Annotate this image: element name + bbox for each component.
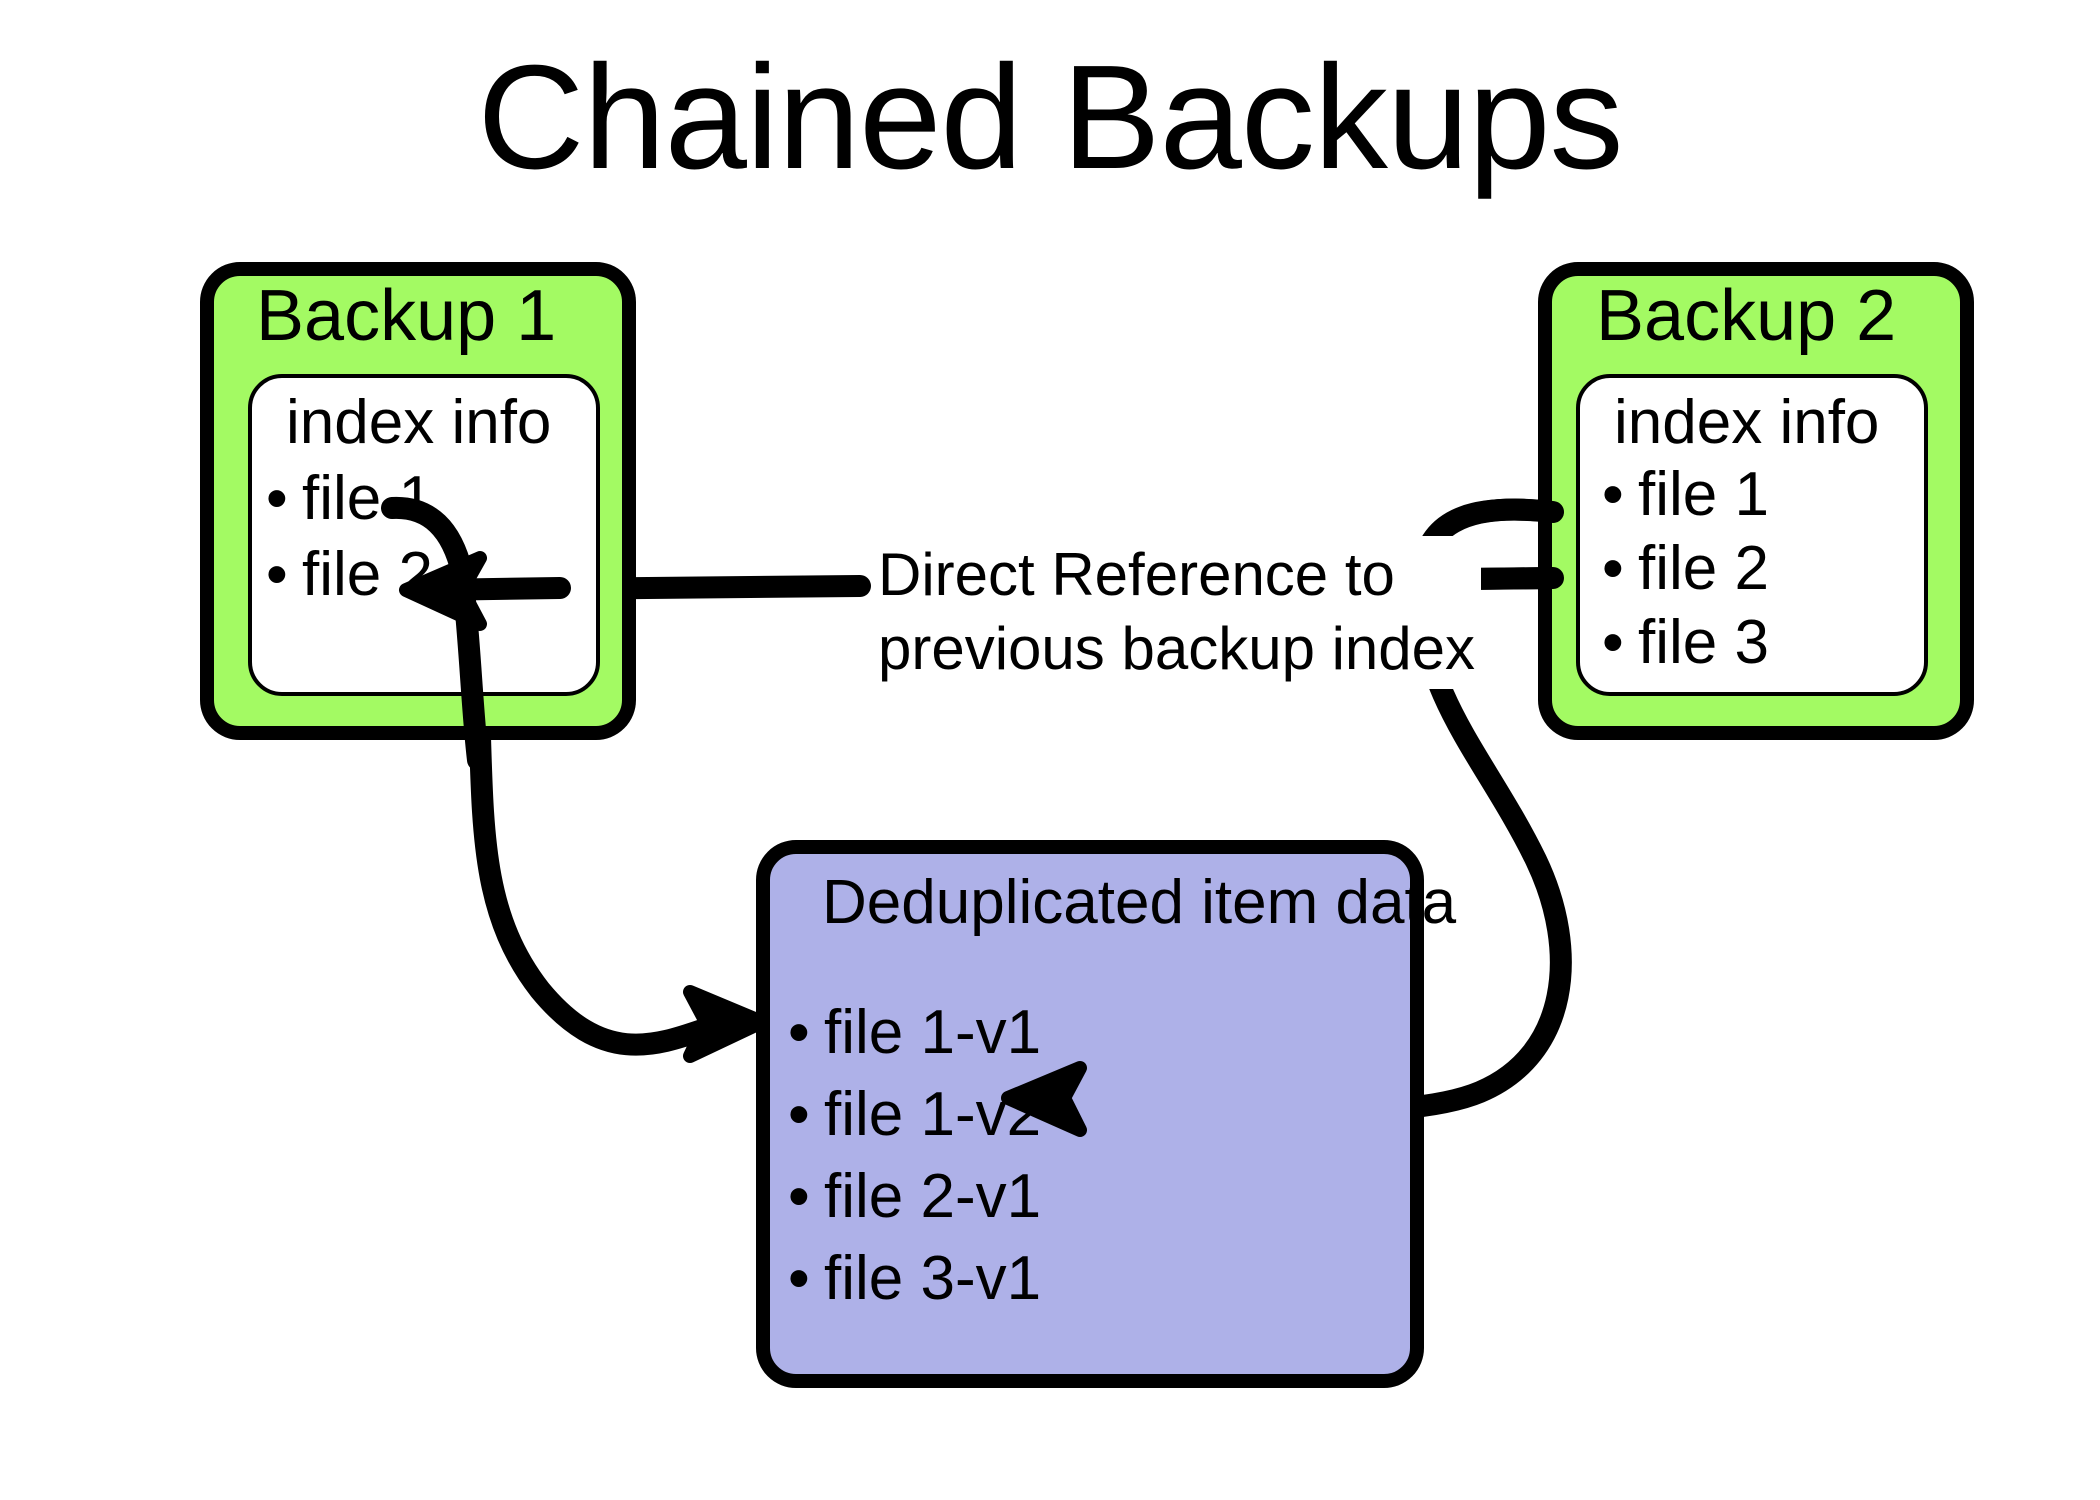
backup-2-file-label: file 3 (1638, 608, 1769, 677)
backup-1-file-item: • file 1 (266, 468, 433, 530)
bullet-icon: • (788, 1162, 810, 1231)
page-title: Chained Backups (477, 35, 1623, 200)
dedup-list-item: • file 3-v1 (788, 1248, 1041, 1310)
arrowhead-into-dedup-file1v1 (683, 985, 769, 1063)
backup-2-index-card: index info • file 1 • file 2 • file 3 (1576, 374, 1928, 696)
bullet-icon: • (266, 540, 288, 609)
dedup-list-item: • file 1-v2 (788, 1084, 1041, 1146)
dedup-item-label: file 2-v1 (824, 1162, 1042, 1231)
bullet-icon: • (788, 1080, 810, 1149)
bullet-icon: • (266, 464, 288, 533)
direct-reference-line-2: previous backup index (878, 615, 1476, 683)
backup-1-file-list: • file 1 • file 2 (266, 468, 433, 606)
dedup-list-item: • file 2-v1 (788, 1166, 1041, 1228)
bullet-icon: • (788, 998, 810, 1067)
bullet-icon: • (1602, 608, 1624, 677)
backup-2-file-label: file 2 (1638, 534, 1769, 603)
backup-1-file-label: file 1 (302, 464, 433, 533)
backup-2-file-item: • file 2 (1602, 538, 1769, 600)
backup-1-file-label: file 2 (302, 540, 433, 609)
dedup-list-item: • file 1-v1 (788, 1002, 1041, 1064)
backup-2-file-item: • file 1 (1602, 464, 1769, 526)
dedup-title: Deduplicated item data (822, 868, 1457, 937)
dedup-item-label: file 3-v1 (824, 1244, 1042, 1313)
bullet-icon: • (1602, 534, 1624, 603)
backup-2-file-item: • file 3 (1602, 612, 1769, 674)
dedup-item-list: • file 1-v1 • file 1-v2 • file 2-v1 • fi… (788, 1002, 1041, 1310)
backup-1-title: Backup 1 (256, 276, 557, 356)
dedup-item-label: file 1-v1 (824, 998, 1042, 1067)
backup-box-2[interactable]: Backup 2 index info • file 1 • file 2 • … (1538, 262, 1974, 740)
dedup-box[interactable]: Deduplicated item data • file 1-v1 • fil… (756, 840, 1456, 1388)
backup-1-index-card: index info • file 1 • file 2 (248, 374, 600, 696)
backup-2-file-label: file 1 (1638, 460, 1769, 529)
direct-reference-caption: Direct Reference to previous backup inde… (872, 536, 1482, 689)
bullet-icon: • (1602, 460, 1624, 529)
dedup-item-label: file 1-v2 (824, 1080, 1042, 1149)
direct-reference-line-1: Direct Reference to (878, 541, 1395, 608)
backup-1-index-heading: index info (286, 388, 552, 457)
backup-2-index-heading: index info (1614, 388, 1880, 457)
backup-box-1[interactable]: Backup 1 index info • file 1 • file 2 (200, 262, 636, 740)
bullet-icon: • (788, 1244, 810, 1313)
backup-2-title: Backup 2 (1596, 276, 1897, 356)
backup-1-file-item: • file 2 (266, 544, 433, 606)
backup-2-file-list: • file 1 • file 2 • file 3 (1602, 464, 1769, 674)
